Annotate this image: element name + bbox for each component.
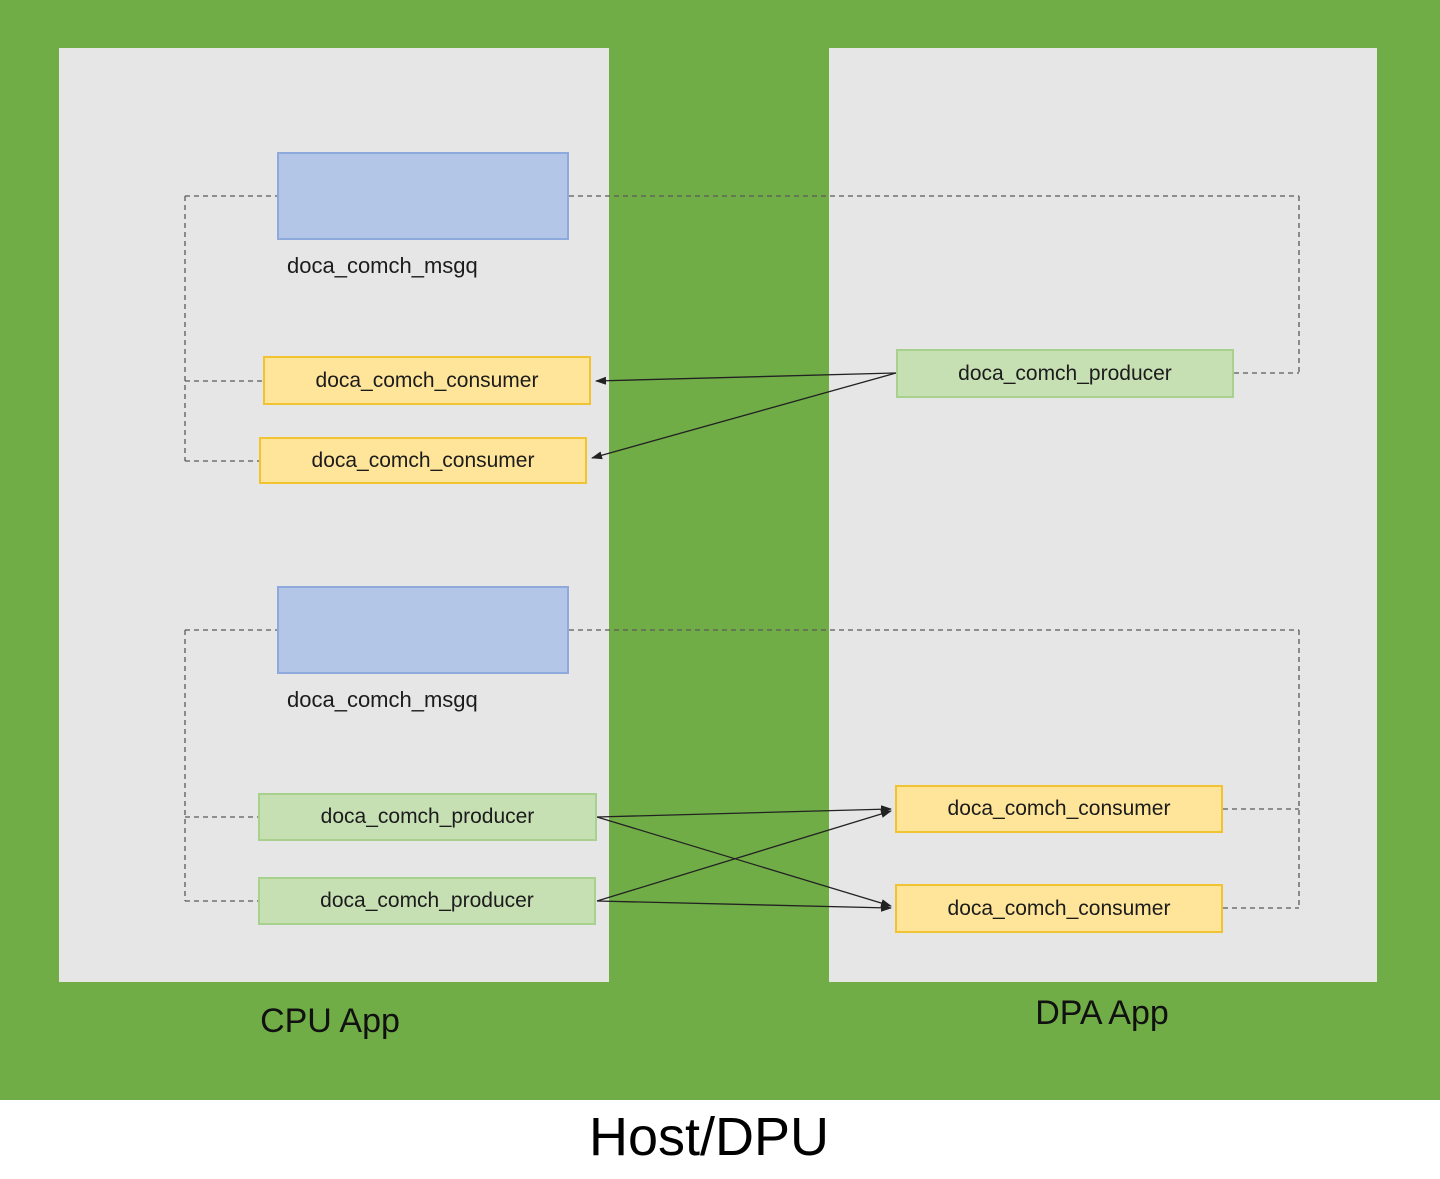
consumer-box-top-2: doca_comch_consumer xyxy=(259,437,587,484)
producer-box-bottom-2: doca_comch_producer xyxy=(258,877,596,925)
msgq-box-top xyxy=(277,152,569,240)
consumer-box-bottom-1: doca_comch_consumer xyxy=(895,785,1223,833)
producer-box-bottom-1: doca_comch_producer xyxy=(258,793,597,841)
producer-box-top: doca_comch_producer xyxy=(896,349,1234,398)
dashed-links-bottom xyxy=(184,629,1300,909)
page-title: Host/DPU xyxy=(588,1107,830,1167)
dpa-app-caption: DPA App xyxy=(1035,994,1169,1032)
cpu-app-caption: CPU App xyxy=(260,1002,400,1040)
msgq-label-bottom: doca_comch_msgq xyxy=(287,687,478,712)
consumer-box-top-1: doca_comch_consumer xyxy=(263,356,591,405)
msgq-box-bottom xyxy=(277,586,569,674)
producer-to-consumer-arrows-bottom xyxy=(596,805,892,912)
dashed-links-top xyxy=(184,195,1300,462)
producer-to-consumer-arrows-top xyxy=(591,372,897,460)
consumer-box-bottom-2: doca_comch_consumer xyxy=(895,884,1223,933)
msgq-label-top: doca_comch_msgq xyxy=(287,253,478,278)
